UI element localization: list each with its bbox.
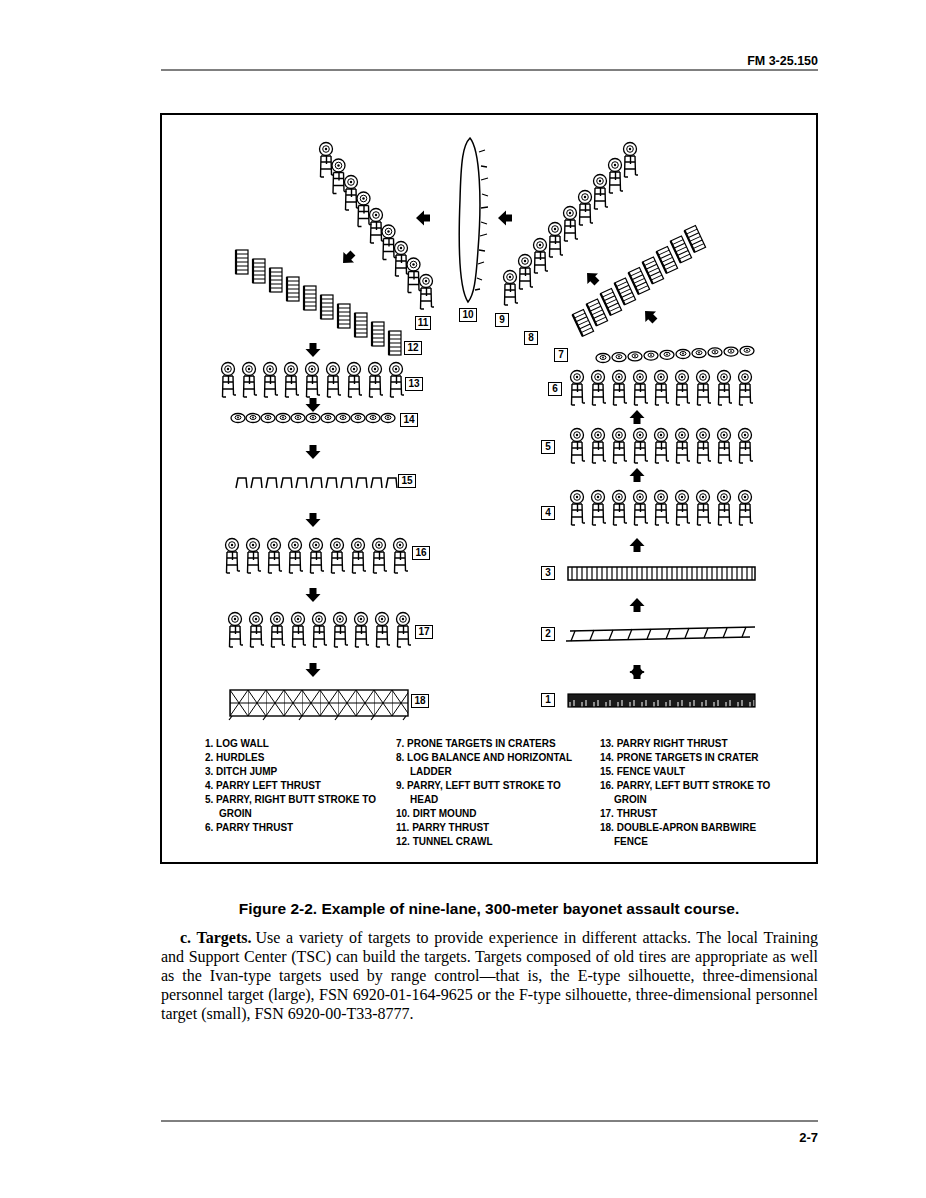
body-paragraph: c. Targets.Use a variety of targets to p… xyxy=(161,928,818,1023)
header-rule xyxy=(161,70,818,71)
paragraph-text: Use a variety of targets to provide expe… xyxy=(161,929,818,1022)
legend-item: 16. PARRY, LEFT BUTT STROKE TO GROIN xyxy=(600,779,783,807)
legend-column: 13. PARRY RIGHT THRUST14. PRONE TARGETS … xyxy=(600,737,783,849)
legend-item: 1. LOG WALL xyxy=(205,737,391,751)
legend-item: 3. DITCH JUMP xyxy=(205,765,391,779)
figure-caption: Figure 2-2. Example of nine-lane, 300-me… xyxy=(160,900,818,918)
callout-number: 17 xyxy=(418,626,429,638)
log-balance-ladder xyxy=(573,225,706,336)
callout-number: 15 xyxy=(401,475,412,487)
page-number: 2-7 xyxy=(799,1130,818,1145)
callout-box: 4 xyxy=(541,506,555,520)
callout-box: 1 xyxy=(541,693,555,707)
callout-number: 3 xyxy=(544,567,552,579)
callout-box: 7 xyxy=(554,348,568,362)
legend-item: 8. LOG BALANCE AND HORIZONTAL LADDER xyxy=(396,751,580,779)
running-head-holder: FM 3-25.150 xyxy=(747,54,818,68)
callout-box: 8 xyxy=(524,331,538,345)
callout-number: 2 xyxy=(544,628,552,640)
tunnel-crawl xyxy=(236,250,401,355)
callout-box: 18 xyxy=(411,694,428,708)
callout-number: 18 xyxy=(414,695,425,707)
dirt-mound xyxy=(459,138,488,302)
fence-vault xyxy=(236,478,397,488)
hurdles xyxy=(566,627,755,641)
callout-box: 15 xyxy=(398,474,415,488)
direction-arrows xyxy=(306,211,661,680)
callout-number: 9 xyxy=(498,314,506,326)
callout-box: 9 xyxy=(495,313,509,327)
legend-item: 9. PARRY, LEFT BUTT STROKE TO HEAD xyxy=(396,779,580,807)
ditch xyxy=(568,567,755,580)
running-head: FM 3-25.150 xyxy=(747,54,818,68)
legend-item: 4. PARRY LEFT THRUST xyxy=(205,779,391,793)
legend-item: 5. PARRY, RIGHT BUTT STROKE TO GROIN xyxy=(205,793,391,821)
callout-box: 16 xyxy=(412,546,429,560)
figure-frame xyxy=(161,114,817,863)
callout-number: 10 xyxy=(462,309,473,321)
callout-number: 13 xyxy=(408,378,419,390)
prone-target-row xyxy=(231,414,395,423)
caption-holder: Figure 2-2. Example of nine-lane, 300-me… xyxy=(160,900,818,918)
callout-number: 11 xyxy=(418,317,429,329)
legend-item: 18. DOUBLE-APRON BARBWIRE FENCE xyxy=(600,821,783,849)
callout-box: 13 xyxy=(405,377,422,391)
callout-number: 6 xyxy=(551,383,559,395)
target-row xyxy=(222,363,405,398)
callout-number: 12 xyxy=(407,342,418,354)
callout-box: 14 xyxy=(400,413,417,427)
legend-item: 15. FENCE VAULT xyxy=(600,765,783,779)
callout-box: 6 xyxy=(548,382,562,396)
callout-number: 14 xyxy=(403,414,414,426)
callout-number: 5 xyxy=(544,441,552,453)
footer-rule xyxy=(161,1121,818,1122)
legend-item: 6. PARRY THRUST xyxy=(205,821,391,835)
target-row xyxy=(571,371,754,406)
callout-box: 3 xyxy=(541,566,555,580)
legend-item: 10. DIRT MOUND xyxy=(396,807,580,821)
log-wall xyxy=(568,694,755,707)
target-row xyxy=(571,491,754,526)
target-lane xyxy=(320,143,435,310)
legend-column: 1. LOG WALL2. HURDLES3. DITCH JUMP4. PAR… xyxy=(205,737,391,835)
prone-target-row xyxy=(596,346,754,362)
callout-number: 8 xyxy=(527,332,535,344)
legend-item: 7. PRONE TARGETS IN CRATERS xyxy=(396,737,580,751)
callout-number: 7 xyxy=(557,349,565,361)
barbwire-fence xyxy=(229,690,408,720)
callout-box: 11 xyxy=(415,316,432,330)
target-row xyxy=(226,539,409,574)
page-number-holder: 2-7 xyxy=(799,1130,818,1145)
callout-box: 10 xyxy=(459,308,476,322)
target-lane xyxy=(504,143,639,306)
legend-column: 7. PRONE TARGETS IN CRATERS8. LOG BALANC… xyxy=(396,737,580,849)
target-row xyxy=(229,613,412,648)
callout-number: 1 xyxy=(544,694,552,706)
legend-item: 17. THRUST xyxy=(600,807,783,821)
callout-number: 16 xyxy=(415,547,426,559)
legend-item: 14. PRONE TARGETS IN CRATER xyxy=(600,751,783,765)
callout-box: 17 xyxy=(415,625,432,639)
legend-item: 2. HURDLES xyxy=(205,751,391,765)
callout-box: 2 xyxy=(541,627,555,641)
callout-box: 12 xyxy=(404,341,421,355)
legend-item: 11. PARRY THRUST xyxy=(396,821,580,835)
legend-item: 12. TUNNEL CRAWL xyxy=(396,835,580,849)
callout-number: 4 xyxy=(544,507,552,519)
target-row xyxy=(571,429,754,464)
paragraph-lead: c. Targets. xyxy=(180,929,251,946)
legend-item: 13. PARRY RIGHT THRUST xyxy=(600,737,783,751)
callout-box: 5 xyxy=(541,440,555,454)
